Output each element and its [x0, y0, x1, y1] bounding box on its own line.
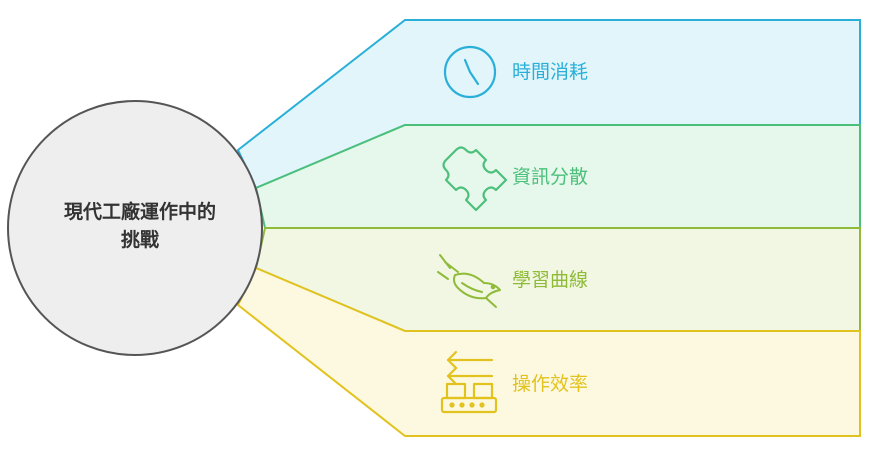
center-title: 現代工廠運作中的 挑戰 — [20, 198, 260, 254]
conveyor-icon — [440, 350, 498, 414]
band-efficiency — [236, 266, 861, 437]
label-efficiency: 操作效率 — [512, 373, 589, 395]
center-circle — [7, 100, 263, 356]
bird-icon — [437, 254, 501, 308]
label-info: 資訊分散 — [512, 166, 589, 188]
center-title-line1: 現代工廠運作中的 — [63, 201, 216, 223]
clock-icon — [443, 45, 497, 99]
puzzle-icon — [442, 146, 508, 212]
center-title-line2: 挑戰 — [120, 229, 159, 251]
label-learning: 學習曲線 — [512, 269, 589, 291]
label-time: 時間消耗 — [512, 61, 589, 83]
